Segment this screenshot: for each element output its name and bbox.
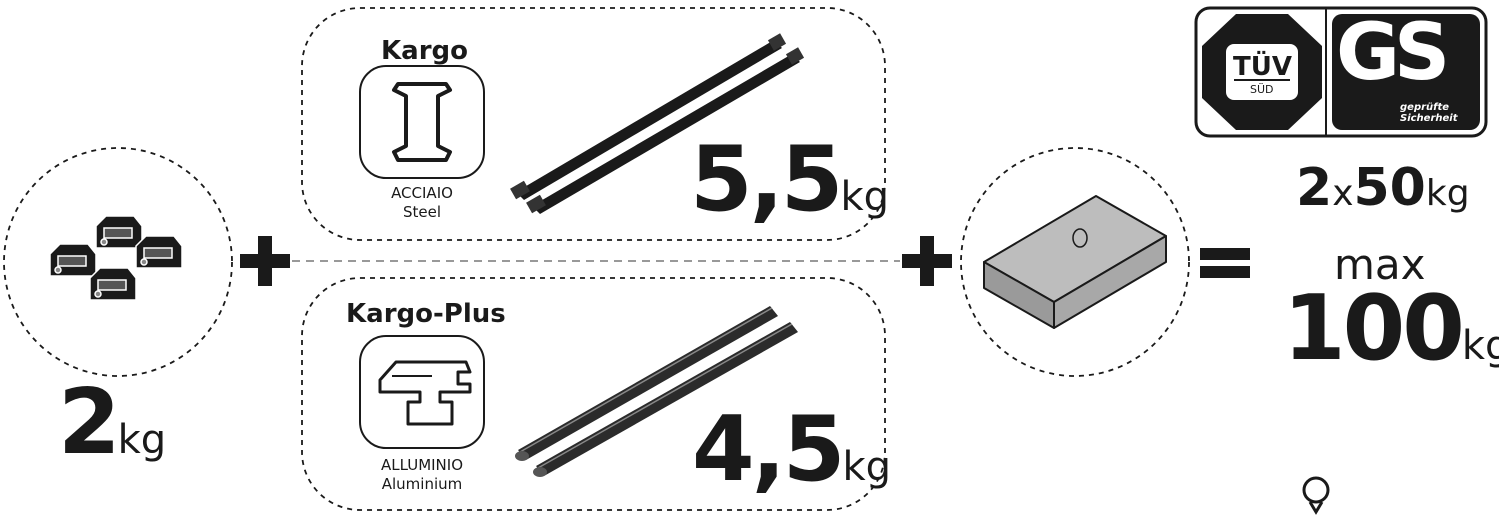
kargo-material: ACCIAIO Steel — [372, 184, 472, 222]
kargo-plus-title: Kargo-Plus — [346, 299, 506, 329]
gs-label: GS — [1336, 8, 1450, 98]
load-per-value: 50 — [1353, 158, 1426, 218]
feet-weight-unit: kg — [117, 417, 167, 463]
feet-circle — [3, 147, 233, 377]
kargo-weight-unit: kg — [840, 174, 889, 220]
kargo-plus-box — [301, 277, 886, 511]
kargo-material-en: Steel — [402, 203, 442, 221]
kargo-plus-weight-unit: kg — [842, 444, 891, 490]
load-circle — [960, 147, 1190, 377]
load-times: x — [1332, 173, 1354, 214]
feet-weight-value: 2 — [58, 370, 121, 475]
aluminium-bars-icon — [515, 306, 798, 477]
gs-caption-line1: geprüfte — [1400, 102, 1450, 113]
kargo-plus-material: ALLUMINIO Aluminium — [372, 456, 472, 494]
load-count: 2 — [1296, 158, 1333, 218]
equals-sign — [1200, 248, 1250, 278]
gs-caption-line2: Sicherheit — [1400, 113, 1458, 124]
kargo-plus-weight-value: 4,5 — [692, 397, 845, 502]
plus-sign-left — [240, 236, 290, 286]
gs-caption: geprüfte Sicherheit — [1400, 102, 1458, 124]
steel-profile-icon — [359, 65, 485, 179]
kargo-material-it: ACCIAIO — [391, 184, 453, 202]
kargo-title: Kargo — [381, 36, 468, 66]
max-label: max — [1334, 240, 1426, 289]
tuv-label: TÜV — [1233, 52, 1292, 82]
kargo-weight-value: 5,5 — [690, 127, 843, 232]
roof-rack-feet-icon — [49, 215, 183, 301]
kargo-plus-material-en: Aluminium — [381, 475, 463, 493]
kargo-plus-weight: 4,5kg — [692, 405, 891, 495]
steel-bars-icon — [510, 33, 805, 214]
feet-weight: 2kg — [58, 378, 166, 468]
tuv-gs-seal-icon — [1194, 6, 1488, 138]
aluminium-profile-icon — [359, 335, 485, 449]
load-per-unit: kg — [1425, 173, 1470, 214]
kargo-box — [301, 7, 886, 241]
plus-sign-right — [902, 236, 952, 286]
max-load: 100kg — [1283, 284, 1499, 374]
tie-down-ring-icon — [1302, 476, 1330, 515]
max-load-value: 100 — [1283, 276, 1465, 381]
load-box-icon — [983, 195, 1167, 329]
kargo-plus-material-it: ALLUMINIO — [380, 456, 464, 474]
kargo-weight: 5,5kg — [690, 135, 889, 225]
max-load-unit: kg — [1461, 323, 1499, 369]
sud-label: SÜD — [1250, 83, 1274, 96]
load-per-bar: 2x50kg — [1296, 162, 1470, 214]
